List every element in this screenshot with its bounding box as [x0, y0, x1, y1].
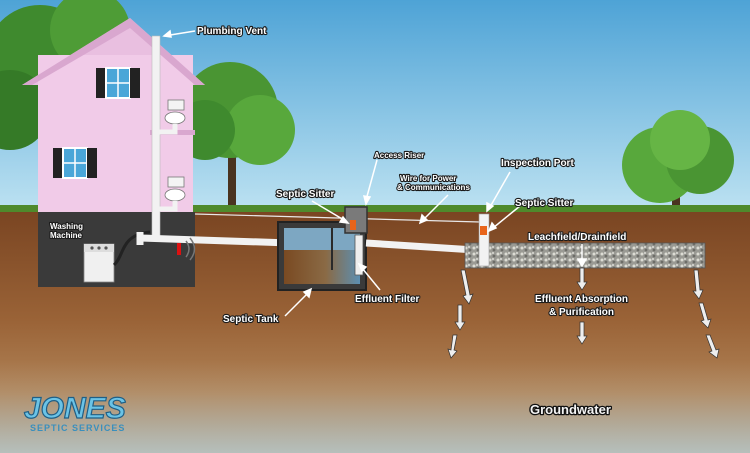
wireless-signal-icon [177, 237, 196, 261]
label-inspection-port: Inspection Port [501, 158, 574, 169]
inlet-pipe [139, 234, 291, 247]
label-septic-sitter-tank: Septic Sitter [276, 189, 334, 200]
label-groundwater: Groundwater [530, 402, 611, 417]
outlet-pipe [365, 239, 476, 254]
effluent-filter [354, 234, 364, 276]
toilet-lower [164, 176, 186, 202]
label-septic-sitter-field: Septic Sitter [515, 198, 573, 209]
basement [38, 212, 195, 287]
groundwater-zone [0, 360, 750, 453]
tank-sitter-indicator [350, 220, 356, 230]
leader-lines [162, 29, 588, 317]
washing-machine [83, 243, 115, 283]
label-septic-tank: Septic Tank [223, 314, 279, 325]
absorption-arrows [447, 267, 720, 359]
label-plumbing-vent: Plumbing Vent [197, 26, 267, 37]
logo-name: JONES [24, 392, 126, 425]
label-wire-line1: Wire for Power [400, 174, 456, 183]
plumbing-vent-pipe [151, 35, 161, 237]
grass-line [0, 205, 750, 213]
label-washing-machine-line2: Machine [50, 231, 83, 240]
toilet-upper [164, 99, 186, 125]
label-absorption-line2: & Purification [549, 307, 614, 318]
label-wire-line2: & Communications [397, 183, 470, 192]
label-effluent-filter: Effluent Filter [355, 294, 420, 305]
window-lower [53, 147, 97, 179]
window-upper [96, 67, 140, 99]
field-sitter-indicator [480, 226, 487, 235]
logo-tagline: SEPTIC SERVICES [30, 423, 125, 433]
septic-tank [277, 221, 367, 291]
label-access-riser: Access Riser [374, 151, 424, 160]
leachfield-gravel [464, 242, 706, 269]
company-logo: JONES SEPTIC SERVICES [23, 391, 126, 433]
label-washing-machine-line1: Washing [50, 222, 83, 231]
label-absorption-line1: Effluent Absorption [535, 294, 628, 305]
inspection-port [478, 213, 490, 267]
power-wire [194, 213, 481, 223]
label-leachfield: Leachfield/Drainfield [528, 232, 626, 243]
tree-right [622, 110, 734, 215]
